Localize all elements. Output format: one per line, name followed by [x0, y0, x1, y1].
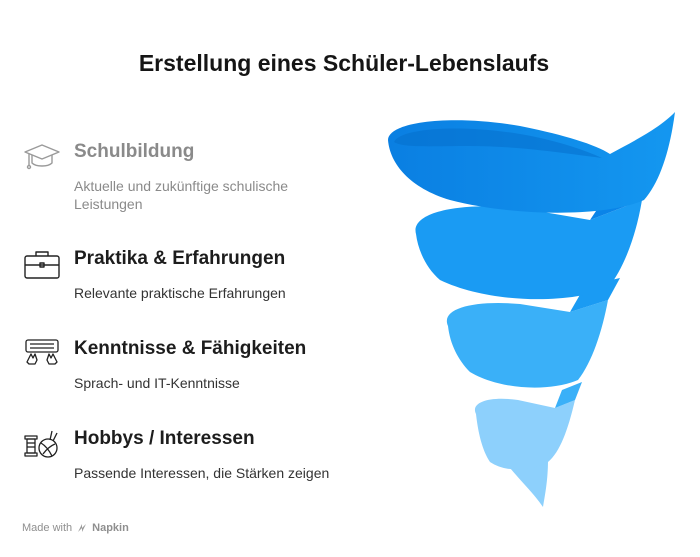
funnel-ring-3 [446, 300, 608, 388]
briefcase-icon [24, 251, 60, 279]
item-description: Sprach- und IT-Kenntnisse [74, 375, 240, 391]
keyboard-hands-icon [25, 339, 59, 365]
item-heading: Hobbys / Interessen [74, 428, 255, 449]
item-heading: Praktika & Erfahrungen [74, 248, 286, 269]
item-description: Aktuelle und zukünftige schulische Leist… [74, 178, 289, 212]
funnel-ring-4 [474, 398, 575, 470]
item-description: Relevante praktische Erfahrungen [74, 285, 286, 301]
item-heading: Schulbildung [74, 141, 195, 162]
funnel-tip [510, 460, 548, 507]
funnel-ring-2 [415, 200, 642, 300]
footer-brand: Napkin [92, 522, 129, 534]
item-heading: Kenntnisse & Fähigkeiten [74, 338, 307, 359]
footer-watermark: Made with Napkin [22, 522, 129, 534]
item-description: Passende Interessen, die Stärken zeigen [74, 465, 330, 481]
page-title: Erstellung eines Schüler-Lebenslaufs [138, 50, 550, 76]
napkin-logo-icon [78, 524, 87, 532]
graduation-cap-icon [24, 144, 60, 170]
funnel-ring-1 [388, 112, 675, 213]
yarn-spool-icon [24, 430, 58, 458]
spiral-funnel-illustration [388, 112, 675, 507]
footer-prefix: Made with [22, 522, 73, 534]
